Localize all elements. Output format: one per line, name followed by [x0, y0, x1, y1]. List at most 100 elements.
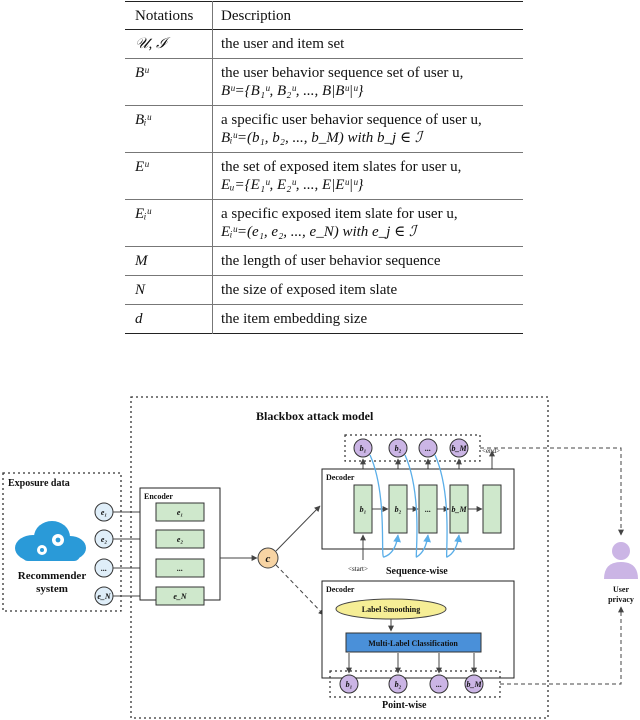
- encoder-cell-label: e_N: [173, 592, 188, 601]
- sequence-decoder-cells: b₁ b₂... b_M: [353, 484, 502, 534]
- row-description: the length of user behavior sequence: [213, 247, 524, 276]
- row-description: a specific user behavior sequence of use…: [213, 106, 524, 153]
- desc-line: the length of user behavior sequence: [221, 253, 441, 269]
- point-arrows: [346, 653, 477, 674]
- row-description: the user behavior sequence set of user u…: [213, 59, 524, 106]
- row-symbol: d: [125, 304, 213, 334]
- row-symbol: M: [125, 246, 213, 276]
- sequence-output-circle: [449, 438, 469, 458]
- table-row: Bᵘ the user behavior sequence set of use…: [125, 58, 524, 106]
- context-node: [257, 547, 279, 569]
- exposure-title: Exposure data: [8, 478, 70, 489]
- point-output-circle: [429, 674, 449, 694]
- point-output-circle: [464, 674, 484, 694]
- encoder-cell-label: e₁: [177, 508, 183, 517]
- row-description: the user and item set: [213, 30, 524, 59]
- decoder-cell-label: b₁: [360, 505, 367, 514]
- sequence-output-circle: [388, 438, 408, 458]
- feedback-arrow: [369, 454, 401, 558]
- exposure-data-box: [2, 472, 122, 612]
- table-header-row: Notations Description: [125, 1, 523, 30]
- row-symbol: Bᵘ: [125, 58, 213, 106]
- multi-label-label: Multi-Label Classification: [368, 639, 458, 648]
- row-symbol: N: [125, 275, 213, 305]
- cloud-icon: [15, 521, 86, 561]
- encoder-cell-label: e₂: [177, 535, 184, 544]
- notation-table: Notations Description 𝒰, ℐ the user and …: [125, 1, 523, 334]
- feedback-arrow: [434, 454, 462, 558]
- decoder-cell: [482, 484, 502, 534]
- encoder-cell: [155, 586, 205, 606]
- row-description: the item embedding size: [213, 305, 524, 334]
- model-title: Blackbox attack model: [256, 409, 374, 423]
- user-privacy-icon: [604, 542, 638, 579]
- desc-line: a specific user behavior sequence of use…: [221, 112, 482, 128]
- point-output-box: [329, 670, 501, 698]
- header-description: Description: [221, 7, 291, 24]
- sequence-output-circle: [353, 438, 373, 458]
- desc-line: the user and item set: [221, 36, 345, 52]
- attack-model-diagram: Blackbox attack model Exposure data Reco…: [2, 396, 638, 719]
- decoder-cell-label: b₂: [395, 505, 402, 514]
- encoder-cell: [155, 502, 205, 522]
- desc-line: the set of exposed item slates for user …: [221, 159, 462, 175]
- exposure-item-label: e₁: [101, 508, 107, 517]
- context-label: c: [266, 553, 271, 565]
- point-output-label: ...: [436, 680, 442, 689]
- row-symbol: Bᵢᵘ: [125, 105, 213, 153]
- exposure-item-label: e₂: [101, 535, 108, 544]
- sequence-output-label: b₁: [360, 444, 367, 453]
- point-wise-label: Point-wise: [382, 700, 427, 711]
- table-row: Bᵢᵘ a specific user behavior sequence of…: [125, 105, 524, 153]
- sequence-wise-label: Sequence-wise: [386, 566, 448, 577]
- sequence-output-label: ...: [425, 444, 431, 453]
- desc-formula: Eᵤ={E₁ᵘ, E₂ᵘ, ..., E|Eᵘ|ᵘ}: [221, 177, 364, 193]
- decoder-label: Decoder: [326, 473, 355, 482]
- point-output-label: b₂: [395, 680, 402, 689]
- table-row: d the item embedding size: [125, 304, 524, 334]
- privacy-label: privacy: [608, 595, 634, 604]
- table-row: Eᵘ the set of exposed item slates for us…: [125, 152, 524, 200]
- desc-line: a specific exposed item slate for user u…: [221, 206, 458, 222]
- desc-formula: Eᵢᵘ=(e₁, e₂, ..., e_N) with e_j ∈ ℐ: [221, 224, 417, 240]
- sequence-outputs: b₁ b₂... b_M: [353, 438, 495, 485]
- desc-formula: Bᵢᵘ=(b₁, b₂, ..., b_M) with b_j ∈ ℐ: [221, 130, 422, 146]
- feedback-arrow: [404, 454, 431, 558]
- row-description: the set of exposed item slates for user …: [213, 153, 524, 200]
- exposure-item-label: ...: [101, 564, 107, 573]
- decoder-cell-label: ...: [425, 505, 431, 514]
- encoder-label: Encoder: [144, 492, 173, 501]
- encoder-cell: [155, 558, 205, 578]
- multi-label-node: [345, 632, 482, 653]
- desc-line: the item embedding size: [221, 311, 368, 327]
- exposure-item-label: e_N: [97, 592, 112, 601]
- sequence-output-label: b₂: [395, 444, 402, 453]
- point-decoder-box: [321, 580, 515, 679]
- encoder-cell: [155, 529, 205, 549]
- sequence-output-label: b_M: [451, 444, 467, 453]
- row-symbol: 𝒰, ℐ: [125, 29, 213, 59]
- blackbox-model-box: [130, 396, 549, 719]
- desc-line: the user behavior sequence set of user u…: [221, 65, 464, 81]
- row-description: the size of exposed item slate: [213, 276, 524, 305]
- start-token: <start>: [348, 565, 368, 573]
- gear-icon: [37, 534, 64, 555]
- row-symbol: Eᵢᵘ: [125, 199, 213, 247]
- row-symbol: Eᵘ: [125, 152, 213, 200]
- decoder-cell-label: b_M: [451, 505, 467, 514]
- table-row: M the length of user behavior sequence: [125, 246, 524, 276]
- sequence-output-circle: [418, 438, 438, 458]
- label-smoothing-label: Label Smoothing: [362, 605, 420, 614]
- exposure-items: e₁ e₂... e_N: [94, 502, 155, 606]
- point-output-circle: [339, 674, 359, 694]
- point-to-user-arrow: [500, 606, 624, 685]
- sequence-to-user-arrow: [480, 447, 624, 536]
- header-notations: Notations: [125, 1, 213, 30]
- point-output-circle: [388, 674, 408, 694]
- table-row: Eᵢᵘ a specific exposed item slate for us…: [125, 199, 524, 247]
- point-output-label: b_M: [466, 680, 482, 689]
- recurrent-arrows: [360, 454, 462, 560]
- row-description: a specific exposed item slate for user u…: [213, 200, 524, 247]
